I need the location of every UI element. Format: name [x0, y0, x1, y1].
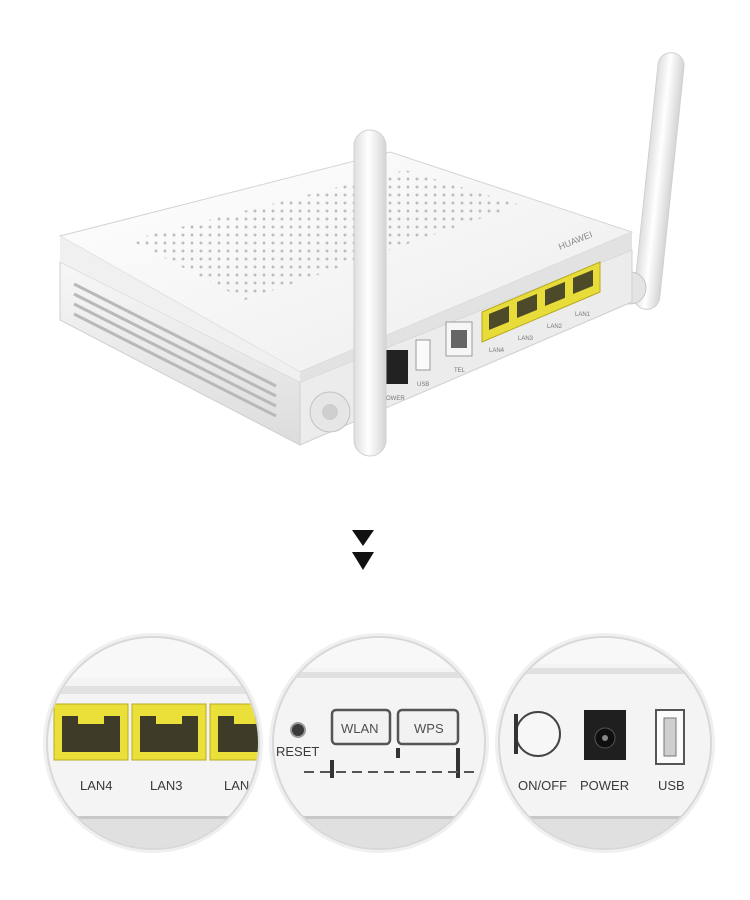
- lan3-label: LAN3: [150, 778, 183, 793]
- power-port: [386, 350, 408, 384]
- tel-port: [445, 321, 473, 357]
- antenna-left: [309, 129, 387, 457]
- rear-label-power: POWER: [382, 396, 405, 402]
- usb-port: [415, 339, 431, 371]
- lan-port-block: [481, 261, 601, 343]
- reset-label: RESET: [276, 744, 320, 759]
- wlan-button: [330, 708, 392, 746]
- side-vent: [73, 282, 277, 418]
- rear-label-usb: USB: [417, 382, 429, 388]
- router-photo: HUAWEI POWER USB TEL LAN4 LAN3 LAN2 LAN1: [58, 52, 685, 457]
- usb-label: USB: [658, 778, 685, 793]
- lan-label-partial: LAN: [224, 778, 250, 793]
- lan3-port: [131, 703, 207, 761]
- wps-label: WPS: [414, 721, 444, 736]
- rear-label-tel: TEL: [454, 368, 466, 374]
- wlan-label: WLAN: [341, 721, 379, 736]
- rear-label-lan3: LAN3: [518, 336, 534, 342]
- closeup-lan-ports: LAN4 LAN3 LAN: [46, 636, 260, 850]
- usb-port: [655, 709, 685, 765]
- closeup-buttons: RESET WLAN WPS: [272, 636, 486, 850]
- wps-button: [396, 708, 460, 746]
- reset-hole: [290, 722, 306, 738]
- lan4-port: [53, 703, 129, 761]
- power-jack: [584, 710, 626, 760]
- on-off-switch: [514, 711, 561, 757]
- double-down-arrow-icon: [352, 530, 374, 570]
- rear-label-lan4: LAN4: [489, 348, 505, 354]
- closeup-power: ON/OFF POWER USB: [498, 636, 712, 850]
- rear-label-lan2: LAN2: [547, 324, 563, 330]
- rear-label-lan1: LAN1: [575, 312, 591, 318]
- lan2-port: [209, 703, 258, 761]
- power-label: POWER: [580, 778, 630, 793]
- lan4-label: LAN4: [80, 778, 113, 793]
- on-off-label: ON/OFF: [518, 778, 568, 793]
